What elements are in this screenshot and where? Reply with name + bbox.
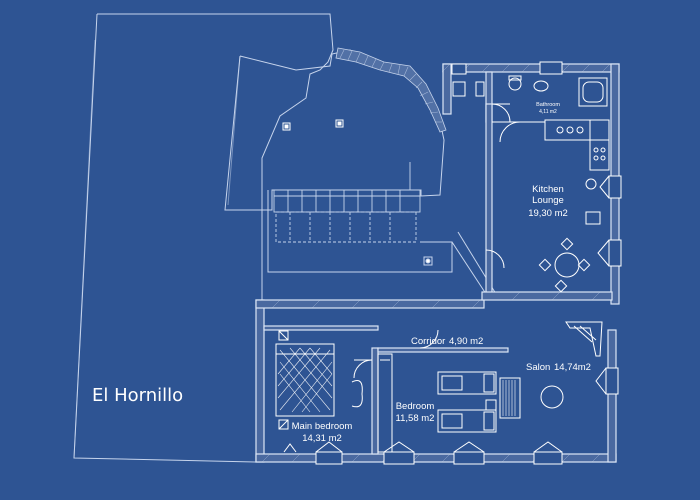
dining-table <box>538 237 591 293</box>
plan-title: El Hornillo <box>92 385 183 406</box>
bedside-icons <box>278 330 289 430</box>
main-bedroom-area: 14,31 m2 <box>302 433 342 444</box>
salon-area: 14,74m2 <box>554 362 591 373</box>
kitchen-label-line2: Lounge <box>532 195 564 206</box>
sofa <box>485 377 564 419</box>
staircase <box>273 162 421 243</box>
bathroom-fixtures <box>452 75 608 123</box>
window-swing-lines <box>283 441 563 453</box>
corridor-area: 4,90 m2 <box>449 336 483 347</box>
kitchen-label-line1: Kitchen <box>532 184 564 195</box>
bedroom-label: Bedroom <box>396 401 435 412</box>
fireplace-icon <box>565 321 603 357</box>
double-bed <box>275 343 335 417</box>
main-bedroom-label: Main bedroom <box>292 421 353 432</box>
south-windows <box>315 451 563 465</box>
plant-pot-icon <box>282 119 344 131</box>
interior-doors <box>353 249 505 379</box>
retaining-wall <box>335 47 447 133</box>
twin-beds <box>351 371 497 433</box>
bathroom-label: Bathroom <box>536 102 560 108</box>
corridor-label: Corridor <box>411 336 445 347</box>
bathroom-area: 4,11 m2 <box>539 109 557 115</box>
bedroom-area: 11,58 m2 <box>396 413 435 424</box>
salon-label: Salon <box>526 362 550 373</box>
kitchen-area: 19,30 m2 <box>528 208 568 219</box>
kitchen-counter <box>492 119 610 225</box>
north-windows <box>451 61 563 75</box>
east-windows <box>605 175 622 395</box>
wardrobe <box>377 353 393 453</box>
east-window-swings <box>595 175 610 395</box>
